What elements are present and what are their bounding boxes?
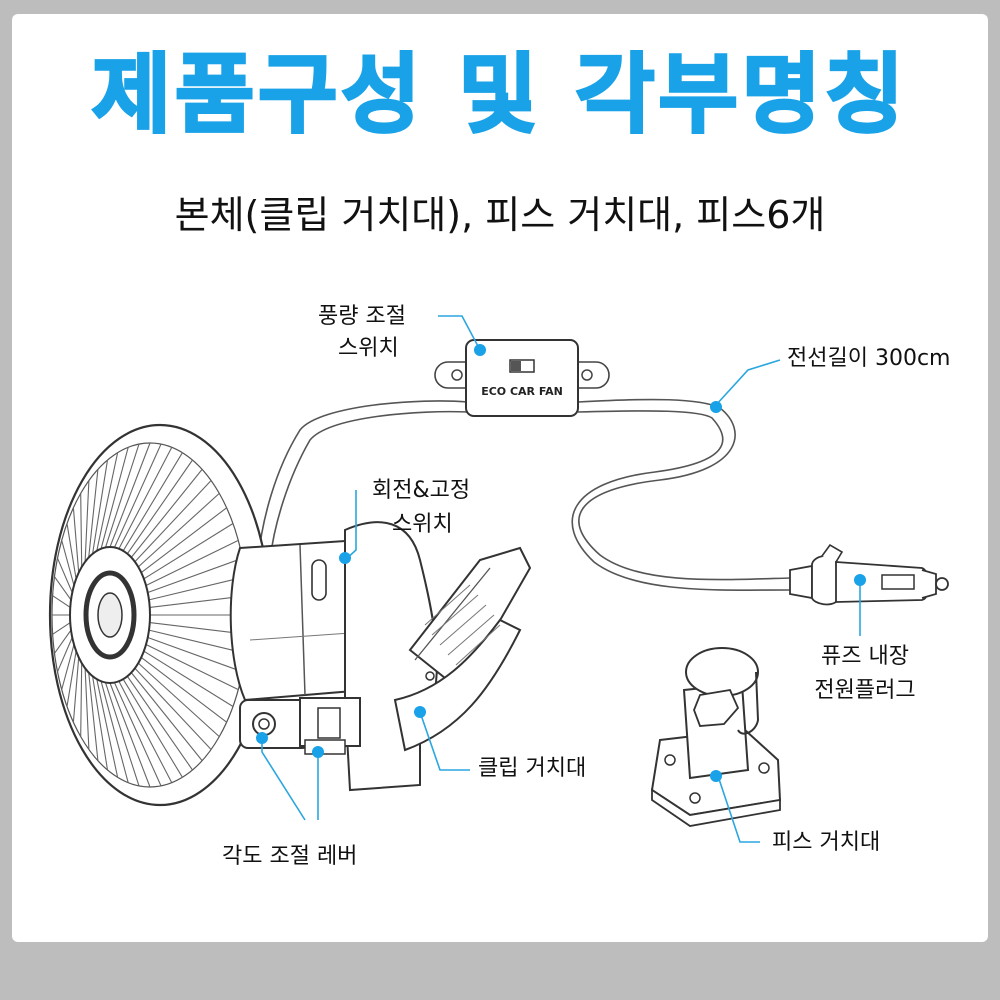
fan-guard-spoke <box>104 682 140 787</box>
fan-speed-switch-label-line2: 스위치 <box>338 336 399 361</box>
fan-guard-spoke <box>109 682 151 788</box>
power-cord <box>257 398 791 591</box>
fan-guard-spoke <box>66 651 77 707</box>
fan-guard-spoke <box>88 469 99 558</box>
fan-guard-spoke <box>54 576 72 601</box>
fan-guard-spoke <box>80 493 83 567</box>
fan-guard-spoke <box>92 459 109 554</box>
angle-lever-label: 각도 조절 레버 <box>222 844 358 869</box>
fan-guard-spoke <box>143 650 234 707</box>
clip-body <box>344 521 532 792</box>
fan-guard <box>48 423 272 807</box>
callout-dots <box>256 344 866 782</box>
fan-guard-spoke <box>140 507 227 574</box>
fan-guard-spoke <box>80 663 83 737</box>
fan-guard-spoke <box>113 682 162 787</box>
rotation-lock-switch-label-line2: 스위치 <box>392 512 453 537</box>
screw-mount-label: 피스 거치대 <box>772 830 881 855</box>
fan-guard-spoke <box>52 622 71 635</box>
fuse-plug-label-line1: 퓨즈 내장 <box>821 644 909 669</box>
fan-guard-spoke <box>109 442 151 548</box>
fan-guard-spoke <box>137 662 220 738</box>
callout-leaders <box>261 315 861 843</box>
fan-guard-spoke <box>72 507 80 573</box>
page-subtitle: 본체(클립 거치대), 피스 거치대, 피스6개 <box>174 193 826 237</box>
fan-guard-spoke <box>147 557 243 594</box>
fan-guard-spoke <box>104 443 140 548</box>
rotation-lock-switch-label-line1: 회전&고정 <box>372 478 471 503</box>
fan-guard-spoke <box>88 672 99 761</box>
fan-guard-spoke <box>122 678 183 778</box>
fan-guard-spoke <box>126 675 193 771</box>
fan-guard-spoke <box>143 523 234 580</box>
fan-guard-spoke <box>96 452 119 551</box>
fan-guard-spoke <box>54 629 72 654</box>
fan-speed-switch-label-line1: 풍량 조절 <box>318 304 406 329</box>
fan-guard-spoke <box>140 656 227 723</box>
fan-guard-spoke <box>56 637 73 673</box>
fan-guard-spoke <box>122 452 183 552</box>
angle-lever <box>239 697 361 755</box>
page-title: 제품구성 및 각부명칭 <box>91 45 908 145</box>
switch-box: ECO CAR FAN <box>434 339 610 417</box>
fan-guard-spoke <box>96 679 119 778</box>
fan-guard-spoke <box>148 576 246 601</box>
switch-box-label: ECO CAR FAN <box>481 385 563 398</box>
clip-mount-label: 클립 거치대 <box>478 756 587 781</box>
fan-guard-spoke <box>84 480 90 562</box>
fan-guard-spoke <box>113 443 162 548</box>
fan-guard-spoke <box>130 469 203 558</box>
fan-guard-spoke <box>61 644 75 690</box>
fan-guard-spoke <box>148 629 246 654</box>
fan-guard-spoke <box>84 668 90 750</box>
screw-mount <box>650 647 782 827</box>
fan-guard-spoke <box>145 644 239 691</box>
power-plug <box>789 543 949 606</box>
fan-guard-spoke <box>56 557 73 593</box>
fan-guard-spoke <box>100 681 129 783</box>
fan-guard-spoke <box>92 676 109 771</box>
fan-guard-spoke <box>126 459 193 555</box>
fan-guard-spoke <box>147 636 243 673</box>
fan-guard-spoke <box>66 523 77 579</box>
fuse-plug-label-line2: 전원플러그 <box>814 678 916 703</box>
fan-guard-spoke <box>52 595 71 608</box>
fan-guard-spoke <box>72 657 80 723</box>
fan-guard-spoke <box>145 539 239 586</box>
fan-guard-spoke <box>134 480 212 563</box>
fan-guard-spoke <box>100 447 129 549</box>
fan-guard-spoke <box>137 492 220 568</box>
fan-guard-spoke <box>61 540 75 586</box>
fan-guard-spoke <box>118 447 173 549</box>
cord-length-label: 전선길이 300cm <box>787 346 951 371</box>
fan-guard-spoke <box>134 667 212 750</box>
fan-guard-spoke <box>118 681 173 783</box>
fan-guard-spoke <box>130 672 203 761</box>
